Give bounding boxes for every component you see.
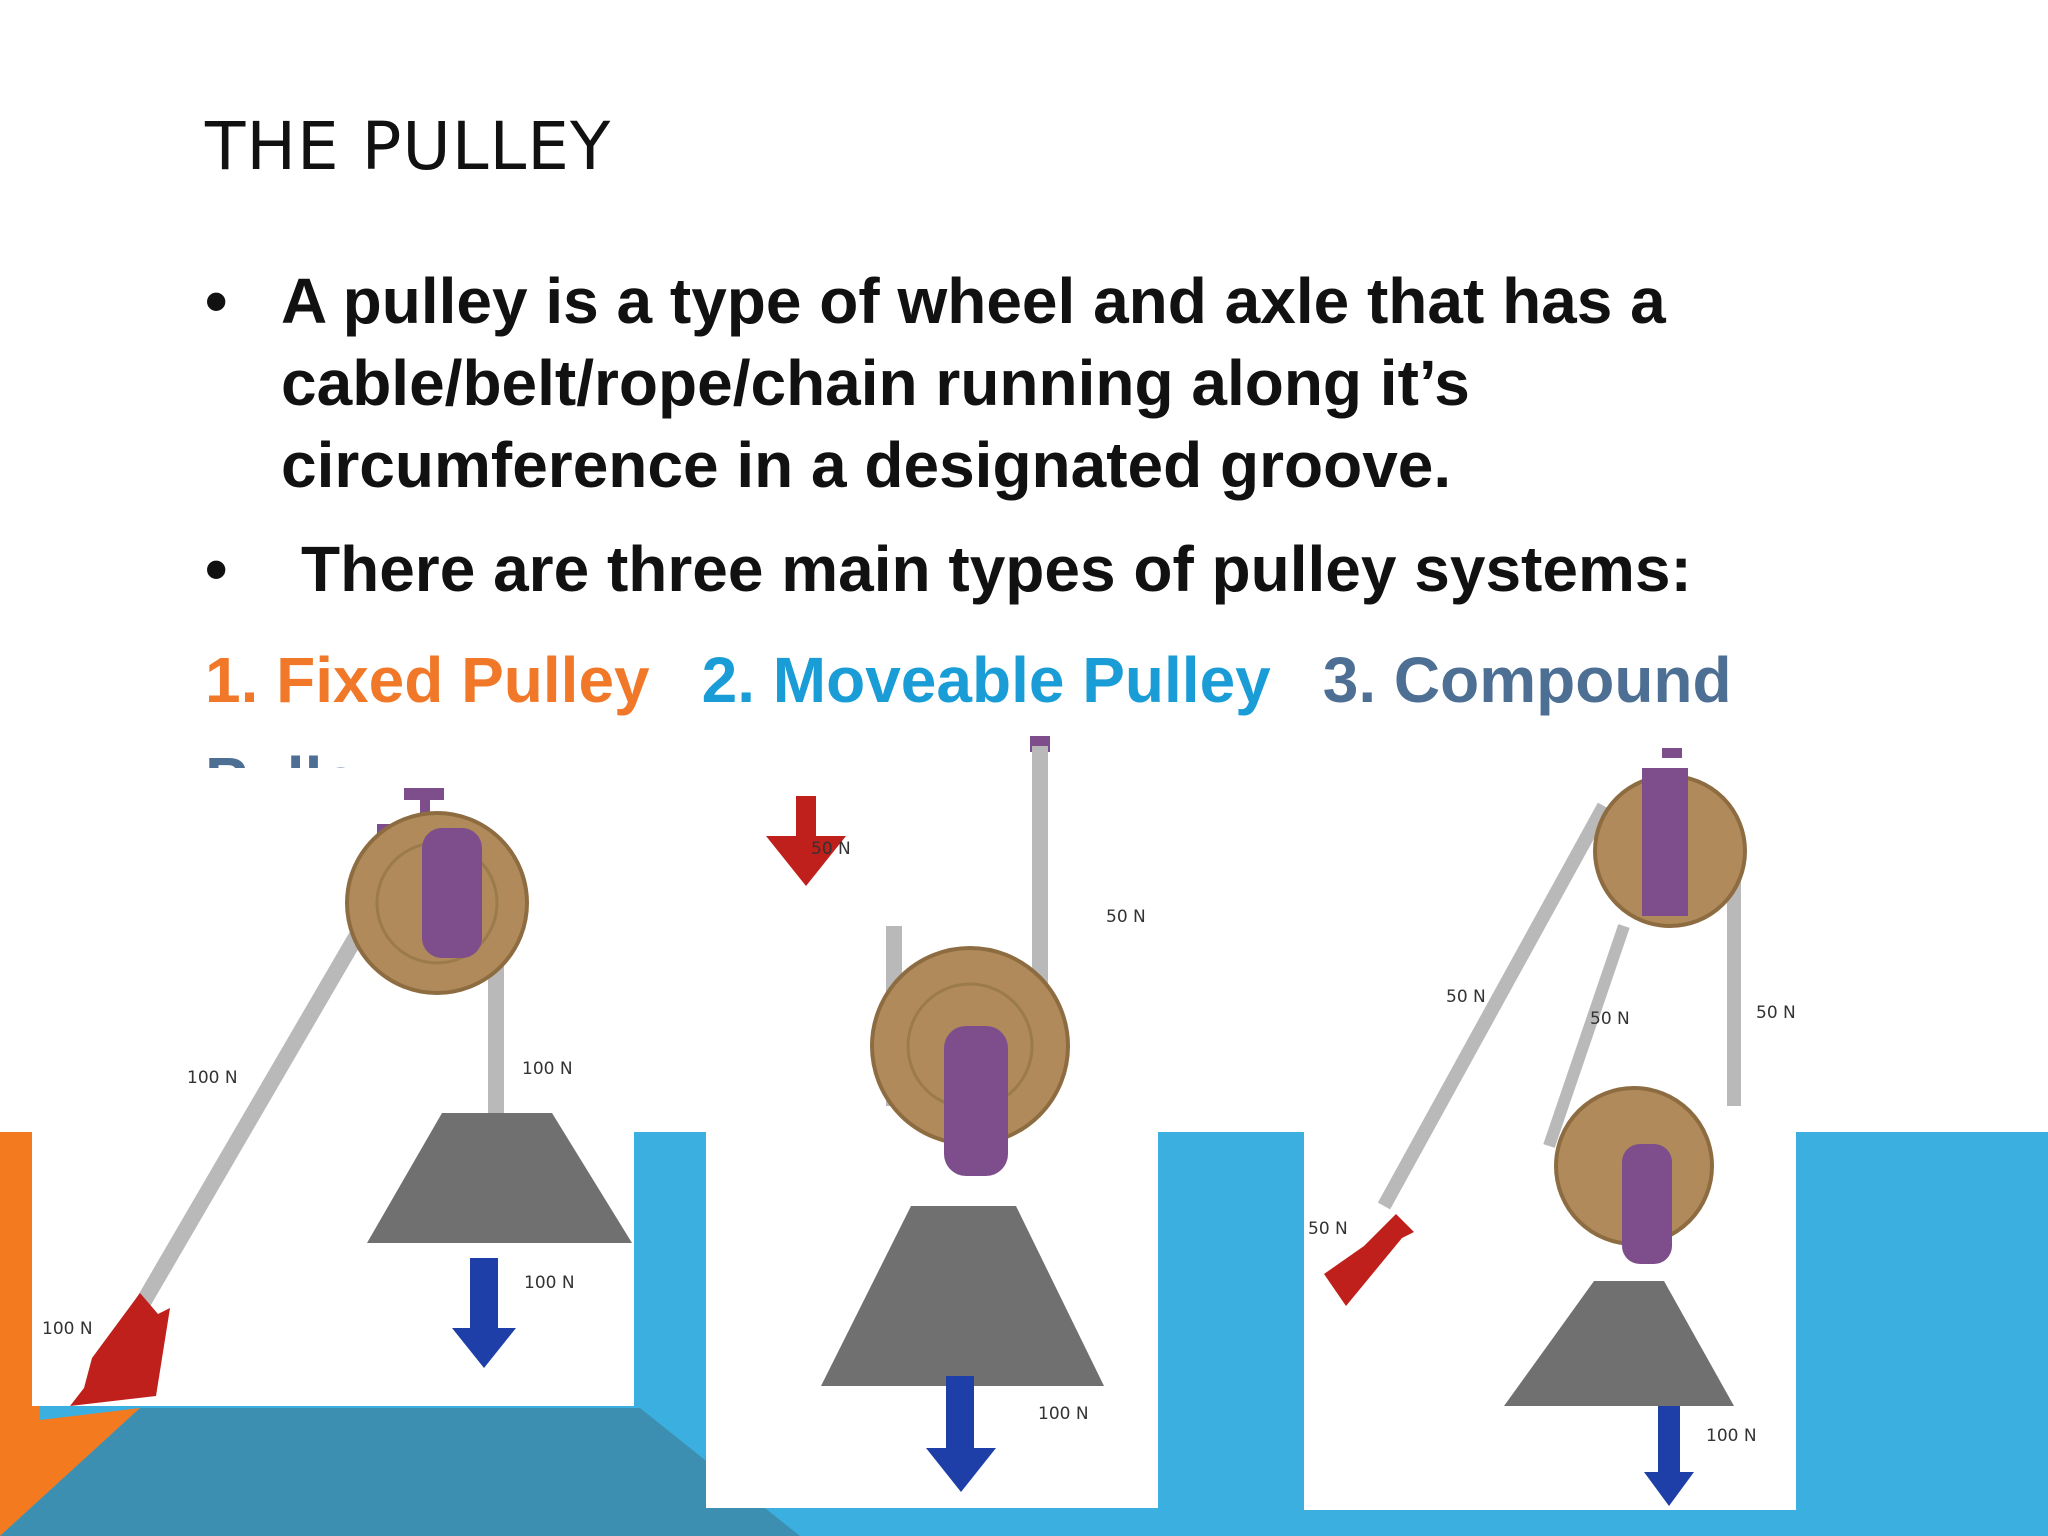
label-rope-middle: 50 N — [1590, 1009, 1630, 1029]
moveable-pulley-illustration: 50 N 50 N 100 N — [766, 736, 1146, 1492]
label-rope-right: 50 N — [1756, 1003, 1796, 1023]
label-pull-force: 50 N — [811, 839, 851, 859]
slide-title: THE PULLEY — [205, 108, 612, 185]
bullet-types-intro: • There are three main types of pulley s… — [205, 528, 1941, 610]
type-moveable-pulley: 2. Moveable Pulley — [701, 644, 1271, 716]
label-rope-left: 50 N — [1446, 987, 1486, 1007]
fixed-pulley-diagram: 100 N 100 N 100 N 100 N — [32, 768, 634, 1406]
type-compound-pulley: 3. Compound Pulley — [205, 644, 1732, 768]
label-load-force: 100 N — [524, 1273, 575, 1293]
bullet-text-definition: A pulley is a type of wheel and axle tha… — [281, 265, 1666, 501]
compound-pulley-illustration: 50 N 50 N 50 N 50 N 100 N — [1308, 748, 1796, 1506]
label-pull-force: 100 N — [42, 1319, 93, 1339]
label-load-force: 100 N — [1038, 1404, 1089, 1424]
moveable-pulley-diagram: 50 N 50 N 100 N — [706, 726, 1158, 1508]
label-rope-right: 100 N — [522, 1059, 573, 1079]
bullet-marker: • — [205, 265, 228, 337]
label-pull-force: 50 N — [1308, 1219, 1348, 1239]
bullet-definition: • A pulley is a type of wheel and axle t… — [205, 260, 1921, 506]
label-rope-right: 50 N — [1106, 907, 1146, 927]
label-rope-left: 100 N — [187, 1068, 238, 1088]
teal-accent-triangle — [0, 1408, 800, 1536]
bullet-text-types-intro: There are three main types of pulley sys… — [301, 533, 1692, 605]
compound-pulley-diagram: 50 N 50 N 50 N 50 N 100 N — [1304, 726, 1796, 1510]
fixed-pulley-illustration: 100 N 100 N 100 N 100 N — [42, 788, 632, 1406]
type-fixed-pulley: 1. Fixed Pulley — [205, 644, 650, 716]
label-load-force: 100 N — [1706, 1426, 1757, 1446]
bullet-marker: • — [205, 533, 228, 605]
